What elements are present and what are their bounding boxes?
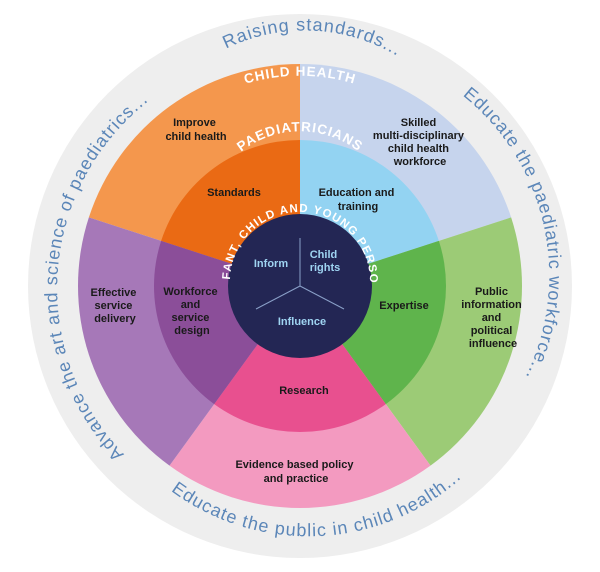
label-workforce-service-design: Workforce and service design [163, 286, 220, 337]
label-research: Research [279, 385, 329, 397]
label-effective-service-delivery: Effective service delivery [91, 287, 140, 325]
label-expertise: Expertise [379, 300, 429, 312]
label-education-training: Education and training [319, 187, 398, 213]
middle-segment-research [214, 286, 386, 433]
label-influence: Influence [278, 316, 326, 328]
label-standards: Standards [207, 187, 261, 199]
center-dividers [255, 238, 345, 310]
label-public-information: Public information and political influen… [461, 286, 525, 350]
label-evidence-based-policy: Evidence based policy and practice [235, 459, 356, 485]
label-inform: Inform [254, 258, 288, 270]
label-skilled-workforce: Skilled multi-disciplinary child health … [373, 117, 467, 168]
label-improve-child-health: Improve child health [165, 117, 226, 143]
label-child-rights: Child rights [310, 249, 341, 274]
